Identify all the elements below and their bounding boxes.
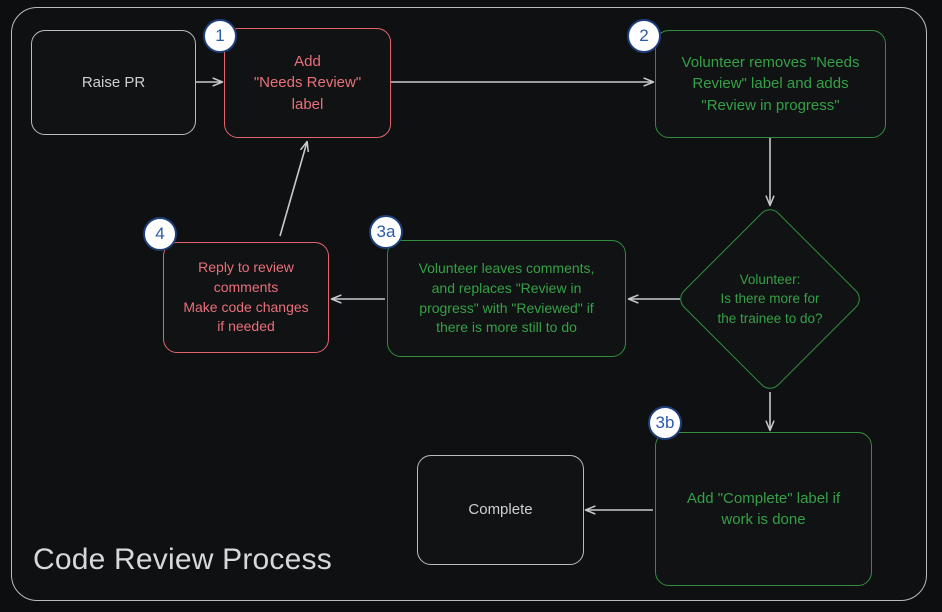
node-volunteer-removes-label[interactable]: Volunteer removes "Needs Review" label a… <box>655 30 886 138</box>
node-add-needs-review-label[interactable]: Add "Needs Review" label <box>224 28 391 138</box>
node-complete[interactable]: Complete <box>417 455 584 565</box>
step-badge-2: 2 <box>627 19 661 53</box>
node-add-needs-review-label-text: Add "Needs Review" label <box>253 53 362 113</box>
node-reply-to-review-comments-text: Reply to review comments Make code chang… <box>183 258 309 335</box>
step-badge-2-label: 2 <box>639 26 649 45</box>
node-raise-pr[interactable]: Raise PR <box>31 30 196 135</box>
step-badge-3a: 3a <box>369 215 403 249</box>
step-badge-1-label: 1 <box>215 26 225 45</box>
node-raise-pr-label: Raise PR <box>81 73 146 91</box>
node-decision-more-work[interactable]: Volunteer: Is there more for the trainee… <box>675 204 865 394</box>
node-add-complete-label-text: Add "Complete" label if work is done <box>686 489 841 528</box>
node-volunteer-leaves-comments[interactable]: Volunteer leaves comments, and replaces … <box>387 240 626 357</box>
step-badge-3a-label: 3a <box>376 222 396 241</box>
step-badge-3b-label: 3b <box>655 413 675 432</box>
node-volunteer-leaves-comments-text: Volunteer leaves comments, and replaces … <box>418 259 595 336</box>
diagram-title: Code Review Process <box>33 543 332 576</box>
node-volunteer-removes-label-text: Volunteer removes "Needs Review" label a… <box>681 54 860 114</box>
step-badge-4-label: 4 <box>155 224 165 243</box>
node-add-complete-label[interactable]: Add "Complete" label if work is done <box>655 432 872 586</box>
step-badge-4: 4 <box>143 217 177 251</box>
node-decision-more-work-label: Volunteer: Is there more for the trainee… <box>717 271 823 326</box>
node-complete-label: Complete <box>468 501 533 519</box>
step-badge-3b: 3b <box>648 406 682 440</box>
step-badge-1: 1 <box>203 19 237 53</box>
node-reply-to-review-comments[interactable]: Reply to review comments Make code chang… <box>163 242 329 353</box>
